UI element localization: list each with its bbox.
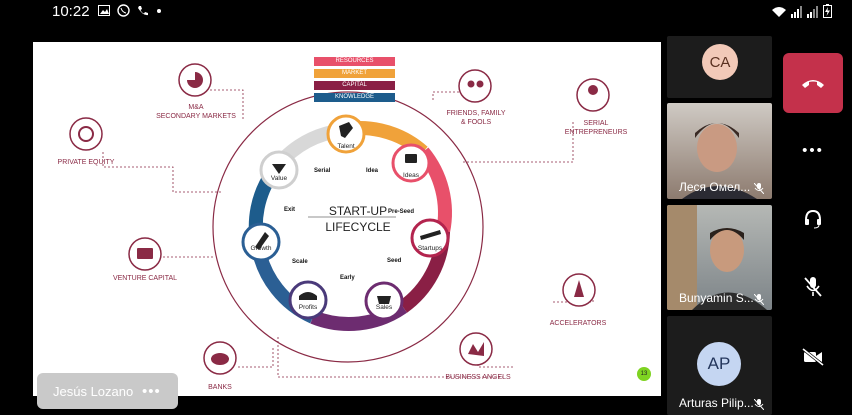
mic-off-icon [804,277,822,297]
title-line-2: LIFECYCLE [325,220,391,234]
presenter-name: Jesús Lozano [53,384,134,399]
label-venture-capital: VENTURE CAPITAL [112,275,178,282]
node-ideas: Ideas [403,172,419,179]
stage-early: Early [340,275,355,281]
legend-knowledge: KNOWLEDGE [314,93,395,102]
hang-up-icon [802,80,824,88]
presenter-tile[interactable]: Jesús Lozano ••• [37,373,178,409]
legend-resources: RESOURCES [314,57,395,66]
avatar: CA [702,44,738,80]
signal-icon [791,6,802,18]
stage-seed: Seed [387,258,402,264]
node-profits: Profits [298,304,318,311]
stage-scale: Scale [292,259,308,265]
legend-market: MARKET [314,69,395,78]
participant-video [667,205,767,310]
node-value: Value [270,175,288,182]
label-accelerators: ACCELERATORS [549,320,607,327]
page-number-badge: 13 [637,367,651,381]
stage-preseed: Pre-Seed [388,209,415,215]
more-options-button[interactable]: ••• [802,141,824,159]
presenter-more-button[interactable]: ••• [142,383,161,400]
phone-icon [138,5,148,15]
participant-tile-bunyamin[interactable]: Bunyamin S... [667,205,772,310]
clock: 10:22 [52,3,90,20]
participant-tile-lesia[interactable]: Леся Омел... [667,103,772,199]
participant-name: Bunyamin S... [679,291,754,305]
mic-off-icon [754,183,764,194]
node-startups: Startups [417,245,443,252]
node-sales: Sales [375,304,393,311]
mic-off-icon [754,294,764,305]
participant-tile-ca[interactable]: CA [667,36,772,98]
title-line-1: START-UP [328,204,388,218]
dot-icon [157,8,161,13]
signal-icon-2 [807,6,818,18]
stage-exit: Exit [284,207,296,213]
camera-toggle-button[interactable] [783,342,843,372]
camera-off-icon [802,348,824,366]
headset-icon [805,209,821,229]
hang-up-button[interactable] [783,53,843,113]
label-banks: BANKS [208,384,232,391]
participant-tile-arturas[interactable]: AP Arturas Pilip... [667,316,772,415]
lifecycle-diagram [69,63,610,378]
node-talent: Talent [337,143,355,150]
participant-video [682,123,757,199]
node-growth: Growth [250,245,272,252]
stage-serial: Serial [314,168,331,174]
battery-icon [823,4,832,18]
audio-output-button[interactable] [783,205,843,233]
stage-idea: Idea [366,168,379,174]
lifecycle-title: START-UP LIFECYCLE [318,203,398,235]
mute-button[interactable] [783,272,843,302]
participant-name: Леся Омел... [679,180,751,194]
viber-icon [117,4,130,17]
shared-slide: RESOURCES MARKET CAPITAL KNOWLEDGE START… [33,42,661,396]
participant-name: Arturas Pilip... [679,396,754,410]
wifi-icon [772,7,786,17]
mic-off-icon [754,399,764,410]
gallery-icon [98,5,110,16]
legend-capital: CAPITAL [314,81,395,90]
label-private-equity: PRIVATE EQUITY [57,159,115,166]
status-bar: 10:22 [0,0,852,24]
avatar: AP [697,342,741,386]
label-friends-family: FRIENDS, FAMILY& FOOLS [446,110,506,126]
label-business-angels: BUSINESS ANGELS [445,374,511,381]
